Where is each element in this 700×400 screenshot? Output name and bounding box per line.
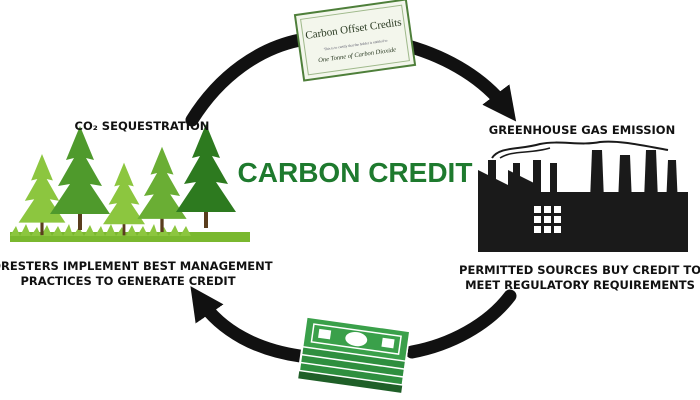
arrow-top-right-icon bbox=[406, 39, 517, 122]
factory-icon bbox=[478, 140, 688, 252]
sequestration-description-line2: PRACTICES TO GENERATE CREDIT bbox=[20, 274, 235, 288]
sequestration-description-line1: FORESTERS IMPLEMENT BEST MANAGEMENT bbox=[0, 259, 273, 273]
diagram-title: CARBON CREDIT bbox=[238, 157, 473, 188]
tree-icon bbox=[137, 146, 187, 233]
tree-icon bbox=[103, 162, 145, 236]
cycle-arrows bbox=[185, 33, 517, 363]
emission-label: GREENHOUSE GAS EMISSION bbox=[489, 123, 675, 137]
grass-icon bbox=[10, 232, 250, 242]
forest-icon bbox=[10, 124, 250, 242]
tree-icon bbox=[176, 124, 236, 228]
emission-description-line1: PERMITTED SOURCES BUY CREDIT TO bbox=[459, 263, 700, 277]
arrow-bottom-left-icon bbox=[190, 286, 301, 363]
arrow-top-left-icon bbox=[185, 33, 307, 127]
arrow-bottom-right-icon bbox=[405, 289, 517, 359]
money-stack-icon bbox=[298, 316, 411, 393]
tree-icon bbox=[18, 154, 66, 236]
certificate-icon: Carbon Offset Credits This is to certify… bbox=[293, 0, 417, 82]
emission-description-line2: MEET REGULATORY REQUIREMENTS bbox=[465, 278, 695, 292]
sequestration-label: CO₂ SEQUESTRATION bbox=[75, 119, 210, 133]
